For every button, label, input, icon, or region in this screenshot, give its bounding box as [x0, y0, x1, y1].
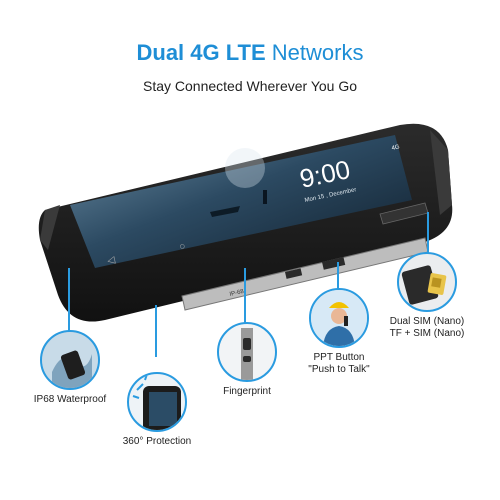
connector-ptt: [337, 262, 339, 290]
fingerprint-sensor-icon: [241, 328, 253, 380]
caption-sim: Dual SIM (Nano) TF + SIM (Nano): [385, 316, 469, 340]
caption-ptt-line1: PPT Button: [313, 352, 365, 363]
ptt-button: [322, 257, 346, 270]
headline-bold: Dual 4G LTE: [136, 40, 266, 65]
connector-sim: [427, 212, 429, 254]
feature-ptt: PPT Button "Push to Talk": [297, 288, 381, 376]
connector-protection: [155, 305, 157, 357]
phone-screen: [70, 135, 412, 268]
caption-ptt: PPT Button "Push to Talk": [297, 352, 381, 376]
feature-waterproof: IP68 Waterproof: [28, 330, 112, 406]
subheadline: Stay Connected Wherever You Go: [142, 78, 358, 94]
sim-card-icon: [401, 265, 447, 305]
bumper-top-left: [40, 205, 60, 250]
caption-sim-line2: TF + SIM (Nano): [389, 328, 465, 339]
svg-text:◁: ◁: [106, 255, 116, 267]
caption-fingerprint: Fingerprint: [223, 386, 271, 397]
feature-fingerprint: Fingerprint: [205, 322, 289, 398]
headline: Dual 4G LTE Networks: [0, 40, 500, 66]
headline-rest: Networks: [271, 40, 364, 65]
caption-waterproof: IP68 Waterproof: [33, 394, 107, 405]
caption-protection: 360° Protection: [122, 436, 192, 447]
fingerprint-image: [217, 322, 277, 382]
water-splash-icon: [42, 332, 98, 388]
side-slot: [284, 268, 303, 279]
waterproof-image: [40, 330, 100, 390]
svg-text:○: ○: [178, 241, 186, 253]
caption-ptt-line2: "Push to Talk": [308, 364, 370, 375]
screen-carrier: 4G: [391, 144, 400, 152]
sim-image: [397, 252, 457, 312]
ptt-image: [309, 288, 369, 348]
feature-dual-sim: Dual SIM (Nano) TF + SIM (Nano): [385, 252, 469, 340]
protection-image: [127, 372, 187, 432]
connector-waterproof: [68, 268, 70, 332]
bumper-right: [430, 130, 452, 215]
worker-radio-icon: [311, 290, 367, 346]
feature-protection: 360° Protection: [115, 372, 199, 448]
caption-sim-line1: Dual SIM (Nano): [389, 316, 465, 327]
connector-fingerprint: [244, 268, 246, 326]
strip-label: IP-68: [229, 289, 245, 298]
phone-corner-icon: [132, 374, 181, 430]
